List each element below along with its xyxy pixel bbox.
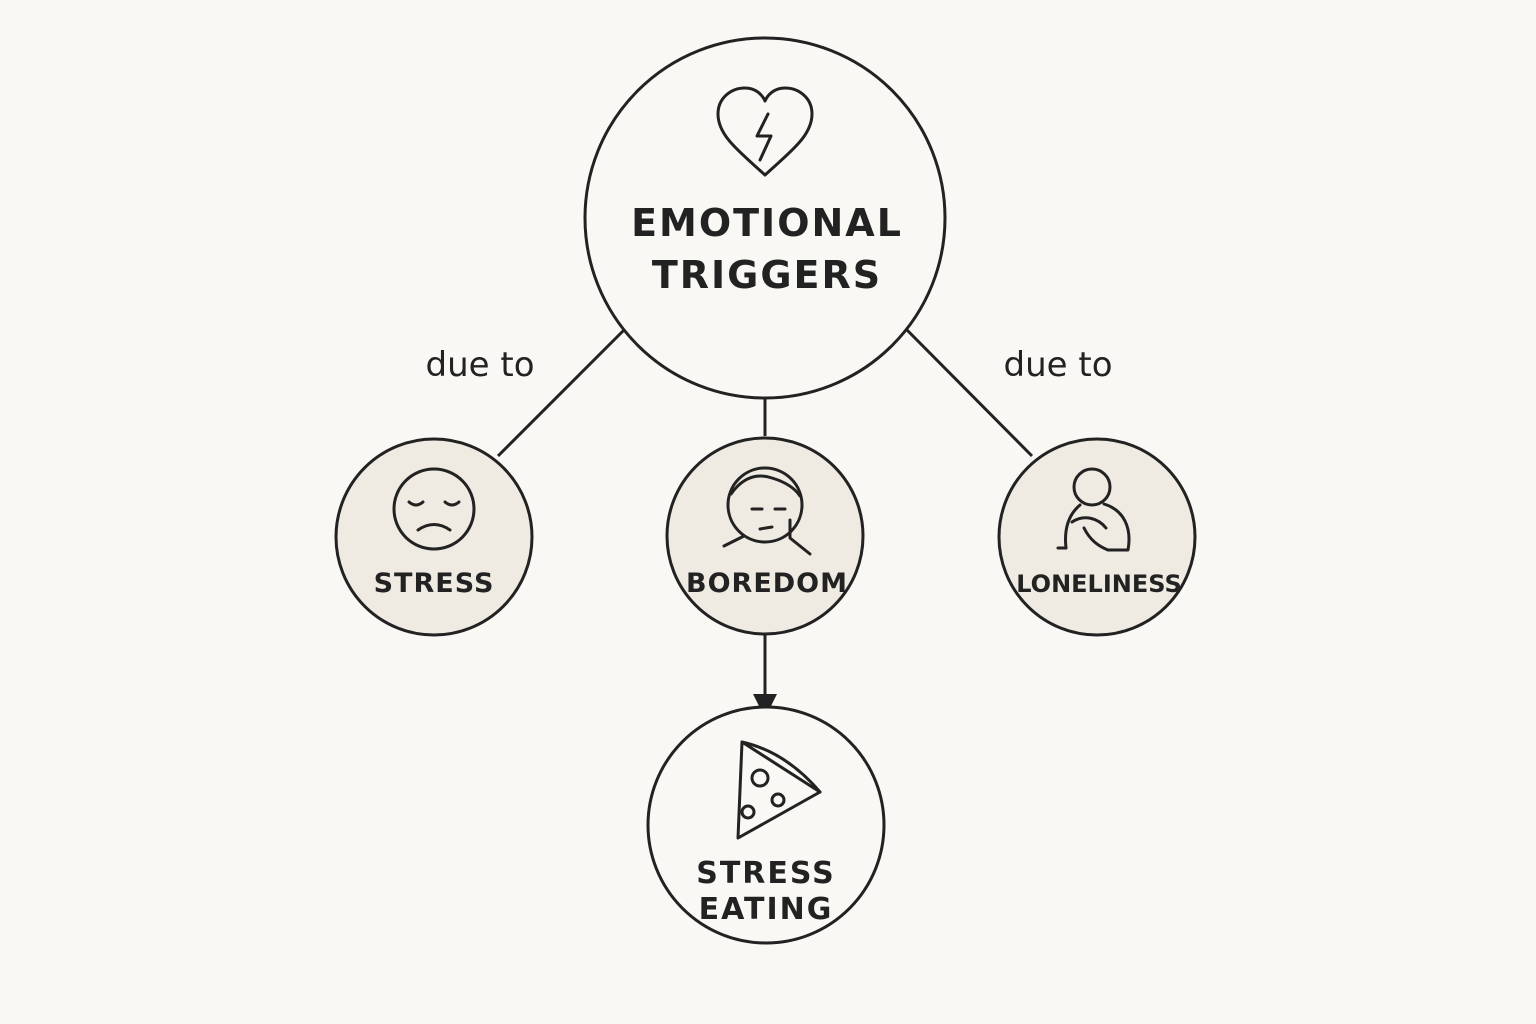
loneliness-node: LONELINESS — [997, 437, 1197, 637]
pizza-slice-icon — [736, 740, 822, 840]
root-node-circle — [583, 36, 947, 400]
stress-node-circle — [334, 437, 534, 637]
boredom-label: BOREDOM — [686, 568, 848, 599]
stress-eating-label-line2: EATING — [699, 892, 834, 927]
boredom-node: BOREDOM — [665, 436, 865, 636]
connector-root-to-stress — [496, 328, 626, 458]
stress-label: STRESS — [374, 568, 495, 599]
hugging-knees-icon — [1056, 467, 1131, 552]
root-label-line2: TRIGGERS — [652, 253, 882, 297]
sad-face-icon — [392, 467, 476, 551]
edge-label-left: due to — [426, 345, 535, 385]
stress-eating-node: STRESS EATING — [646, 705, 886, 945]
stress-eating-node-circle — [646, 705, 886, 945]
edge-label-right: due to — [1004, 345, 1113, 385]
connector-root-to-loneliness — [905, 328, 1034, 458]
stress-eating-label-line1: STRESS — [696, 856, 836, 891]
root-label-line1: EMOTIONAL — [631, 201, 903, 245]
stress-node: STRESS — [334, 437, 534, 637]
boredom-node-circle — [665, 436, 865, 636]
broken-heart-icon — [716, 86, 814, 177]
loneliness-label: LONELINESS — [1016, 570, 1182, 598]
loneliness-node-circle — [997, 437, 1197, 637]
bored-person-icon — [722, 466, 812, 556]
root-node: EMOTIONAL TRIGGERS — [583, 36, 947, 400]
